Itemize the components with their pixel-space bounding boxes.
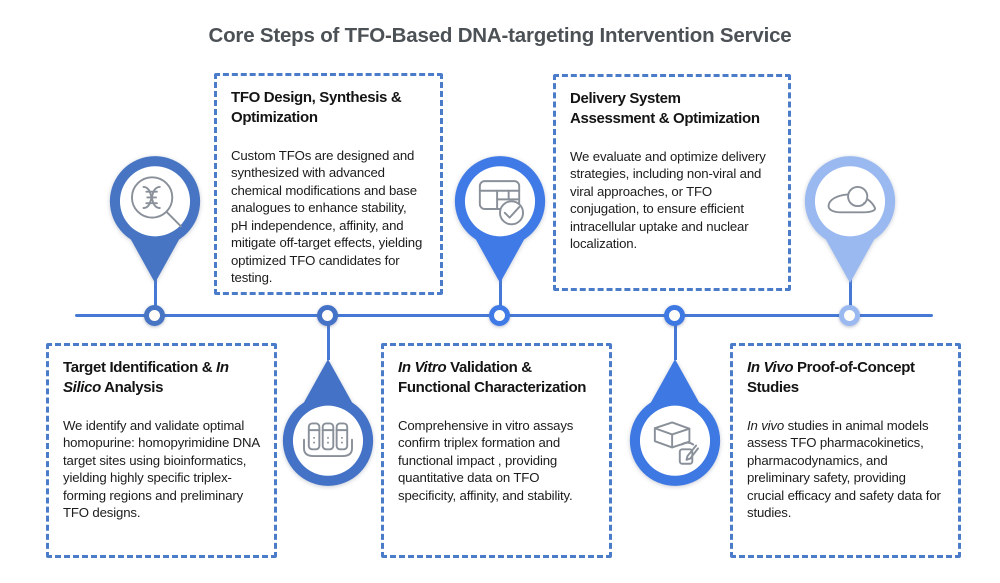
- dna-search-icon: [131, 176, 182, 228]
- step-card-in-vivo-studies: In Vivo Proof-of-Concept Studies In vivo…: [730, 343, 961, 558]
- step-description: Custom TFOs are designed and synthesized…: [231, 148, 423, 285]
- timeline-node-3: [489, 305, 510, 326]
- timeline-node-1: [144, 305, 165, 326]
- connector-step-3: [499, 278, 502, 310]
- package-edit-icon: [653, 421, 699, 465]
- connector-step-2: [327, 322, 330, 360]
- connector-step-1: [154, 278, 157, 310]
- timeline-node-2: [317, 305, 338, 326]
- pin-target-identification: [109, 156, 201, 283]
- pin-tfo-design: [282, 359, 374, 486]
- page-title: Core Steps of TFO-Based DNA-targeting In…: [208, 24, 792, 47]
- step-card-tfo-design: TFO Design, Synthesis & Optimization Cus…: [214, 73, 443, 295]
- pin-in-vivo-studies: [804, 156, 896, 283]
- mouse-icon: [827, 185, 876, 214]
- step-title: In Vitro Validation & Functional Charact…: [398, 359, 587, 396]
- connector-step-5: [849, 278, 852, 310]
- step-title: Target Identification & In Silico Analys…: [63, 359, 229, 396]
- step-description: We evaluate and optimize delivery strate…: [570, 149, 766, 252]
- timeline-node-5: [839, 305, 860, 326]
- step-description: We identify and validate optimal homopur…: [63, 418, 260, 521]
- step-description: Comprehensive in vitro assays confirm tr…: [398, 418, 574, 503]
- step-title: TFO Design, Synthesis & Optimization: [231, 89, 402, 126]
- connector-step-4: [674, 322, 677, 360]
- pin-delivery-system: [629, 359, 721, 486]
- step-description: In vivo studies in animal models assess …: [747, 418, 941, 521]
- test-tubes-icon: [303, 422, 353, 458]
- step-card-target-identification: Target Identification & In Silico Analys…: [46, 343, 277, 558]
- table-check-icon: [478, 180, 524, 226]
- step-card-in-vitro-validation: In Vitro Validation & Functional Charact…: [381, 343, 612, 558]
- pin-in-vitro-validation: [454, 156, 546, 283]
- step-title: In Vivo Proof-of-Concept Studies: [747, 359, 915, 396]
- timeline-node-4: [664, 305, 685, 326]
